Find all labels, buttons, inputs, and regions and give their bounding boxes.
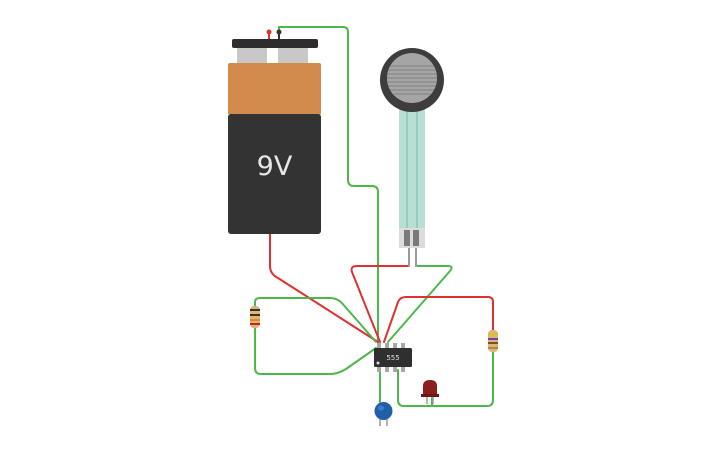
sensor-strip (399, 104, 425, 228)
sensor-connector (399, 228, 425, 248)
wire-sensor-red[interactable] (350, 265, 410, 343)
sensor-pin-2 (413, 230, 419, 246)
wire-resistor-left-bottom[interactable] (254, 327, 377, 375)
chip-label: 555 (386, 354, 399, 362)
capacitor[interactable] (374, 402, 393, 426)
capacitor-body (374, 402, 393, 420)
resistor-left-body (250, 306, 260, 328)
resistor-left-band-3 (250, 319, 260, 321)
resistor-left-band-1 (250, 309, 260, 311)
chip-body (374, 348, 412, 367)
battery-lead-negative[interactable] (276, 29, 282, 35)
wire-resistor-left-top[interactable] (254, 297, 377, 343)
battery-terminal-left (237, 47, 267, 65)
capacitor-highlight (378, 405, 384, 411)
wire-sensor-green[interactable] (387, 265, 453, 343)
wire-battery-negative[interactable] (278, 26, 379, 343)
wire-chip-to-led[interactable] (397, 351, 494, 407)
force-sensor[interactable] (380, 48, 444, 248)
battery-9v[interactable]: 9V (228, 29, 321, 235)
led[interactable] (421, 380, 439, 404)
resistor-left-band-2 (250, 314, 260, 316)
battery-lead-positive[interactable] (266, 29, 272, 35)
led-dome (423, 380, 437, 396)
wire-chip-to-resistor-right[interactable] (383, 296, 494, 343)
resistor-right-band-4 (488, 347, 498, 349)
chip-pins-top (377, 343, 405, 349)
resistor-right[interactable] (488, 330, 498, 352)
resistor-right-body (488, 330, 498, 352)
resistor-right-band-1 (488, 333, 498, 335)
sensor-pad-grid (387, 65, 437, 95)
resistor-left[interactable] (250, 306, 260, 328)
led-rim (421, 394, 439, 397)
battery-terminal-right (278, 47, 308, 65)
timer-ic[interactable]: 555 (374, 343, 412, 372)
chip-pins-bottom (377, 366, 405, 372)
resistor-right-band-3 (488, 342, 498, 344)
battery-body (228, 114, 321, 234)
resistor-left-band-4 (250, 323, 260, 325)
resistor-right-band-2 (488, 338, 498, 340)
battery-clip (232, 39, 318, 48)
battery-cap (228, 63, 321, 115)
chip-pin1-marker (376, 361, 380, 365)
wire-battery-positive[interactable] (269, 233, 379, 343)
sensor-pin-1 (404, 230, 410, 246)
battery-voltage-label: 9V (257, 151, 293, 182)
